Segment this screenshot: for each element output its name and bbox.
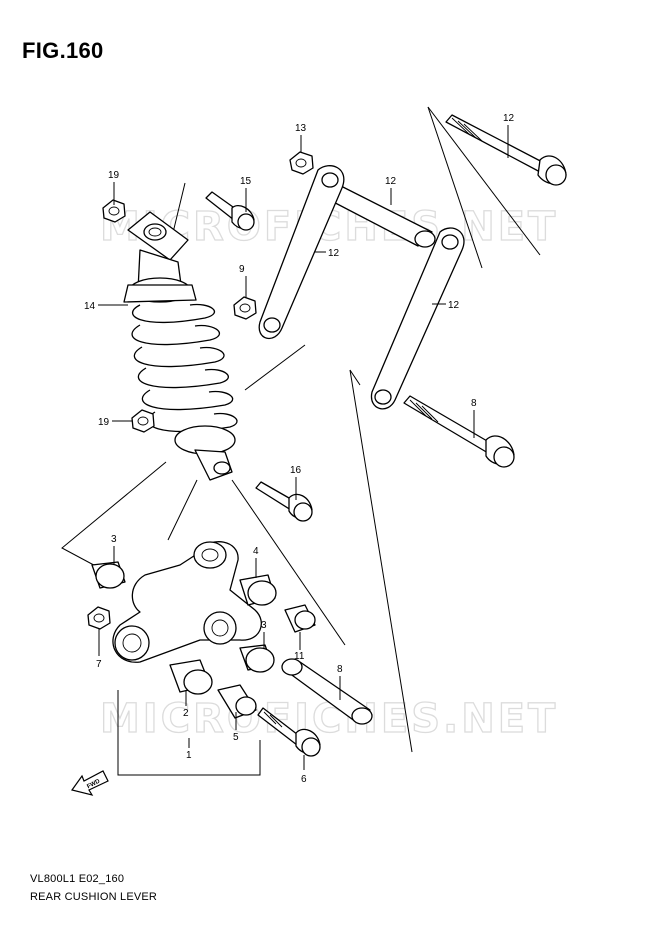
callout-8: 8: [337, 664, 343, 675]
callout-12a: 12: [328, 248, 340, 259]
callout-16: 14: [84, 301, 96, 312]
figure-model-code: VL800L1 E02_160: [30, 873, 125, 885]
cushion-lever: [112, 541, 262, 663]
bolt-14: [445, 114, 567, 186]
rear-shock-absorber: [123, 211, 238, 481]
bearing-4: [239, 574, 277, 606]
callout-15: 13: [295, 123, 307, 134]
bolt-17: [205, 191, 255, 231]
callouts: 12 13 19 15 12 12 9 14 12 8 19 16 3 4 3 …: [84, 113, 515, 785]
callout-13: 12: [385, 176, 397, 187]
spacer-11: [284, 604, 316, 633]
leader-lines: [98, 125, 509, 770]
bearing-3b: [239, 644, 275, 673]
callout-7: 7: [96, 659, 102, 670]
bolt-18: [255, 481, 313, 522]
spacer-8: [281, 658, 373, 725]
nut-15: [289, 151, 314, 175]
bearing-2: [169, 659, 213, 695]
bolt-9: [403, 395, 515, 468]
spacer-5: [217, 684, 257, 719]
callout-1: 1: [186, 750, 192, 761]
callout-2: 2: [183, 708, 189, 719]
figure-name: REAR CUSHION LEVER: [30, 891, 158, 903]
nut-19b: [131, 409, 155, 433]
watermark-bottom: MICROFICHES.NET: [100, 696, 558, 742]
callout-19a: 19: [108, 170, 120, 181]
callout-3b: 3: [261, 620, 267, 631]
callout-19b: 19: [98, 417, 110, 428]
forward-arrow-icon: FWD: [70, 770, 109, 796]
nut-7: [87, 606, 111, 630]
callout-4: 4: [253, 546, 259, 557]
figure-title: FIG.160: [22, 38, 104, 63]
callout-17: 15: [240, 176, 252, 187]
callout-6: 6: [301, 774, 307, 785]
callout-14: 12: [503, 113, 515, 124]
bolt-6: [257, 707, 321, 757]
nut-10: [233, 296, 257, 320]
callout-11: 11: [294, 651, 305, 662]
cushion-rod-12b: [370, 227, 465, 410]
callout-3a: 3: [111, 534, 117, 545]
callout-5: 5: [233, 732, 239, 743]
callout-18: 16: [290, 465, 302, 476]
nut-19a: [102, 199, 126, 223]
bearing-3a: [91, 561, 126, 589]
boundary-lines: [61, 106, 541, 776]
callout-10: 9: [239, 264, 245, 275]
cushion-rod-12a: [258, 165, 345, 339]
callout-12b: 12: [448, 300, 460, 311]
callout-9: 8: [471, 398, 477, 409]
